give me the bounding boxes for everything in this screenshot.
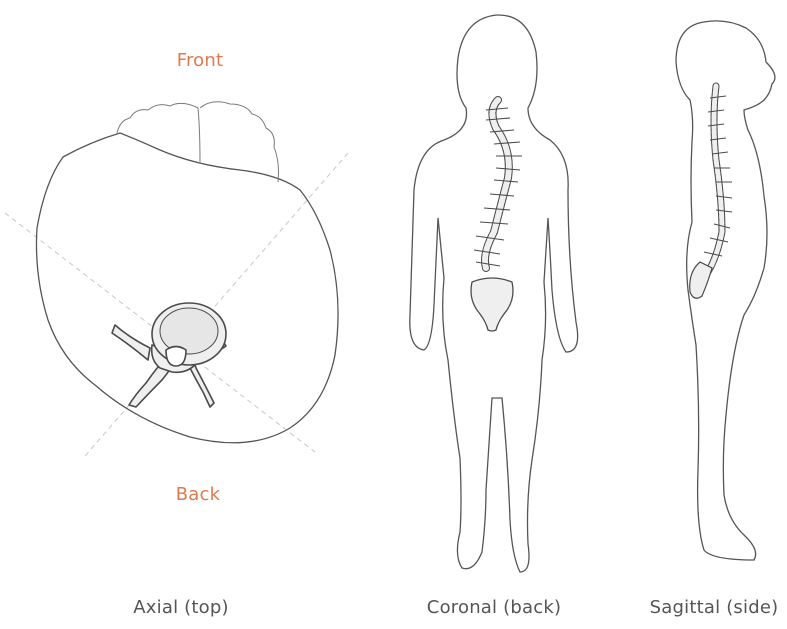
- sagittal-view-caption: Sagittal (side): [650, 597, 779, 618]
- coronal-sacrum-icon: [471, 278, 513, 331]
- sagittal-spine-icon: [690, 86, 732, 298]
- axial-body-outline: [36, 133, 338, 443]
- axial-view-caption: Axial (top): [133, 597, 228, 618]
- axial-view: [5, 102, 348, 456]
- axial-vertebra-icon: [112, 303, 226, 407]
- coronal-view: [410, 15, 578, 572]
- sagittal-sacrum-icon: [690, 262, 712, 298]
- front-label: Front: [177, 50, 224, 71]
- back-label: Back: [176, 484, 221, 505]
- coronal-spine-icon: [471, 100, 522, 331]
- sagittal-view: [676, 21, 775, 560]
- coronal-view-caption: Coronal (back): [427, 597, 561, 618]
